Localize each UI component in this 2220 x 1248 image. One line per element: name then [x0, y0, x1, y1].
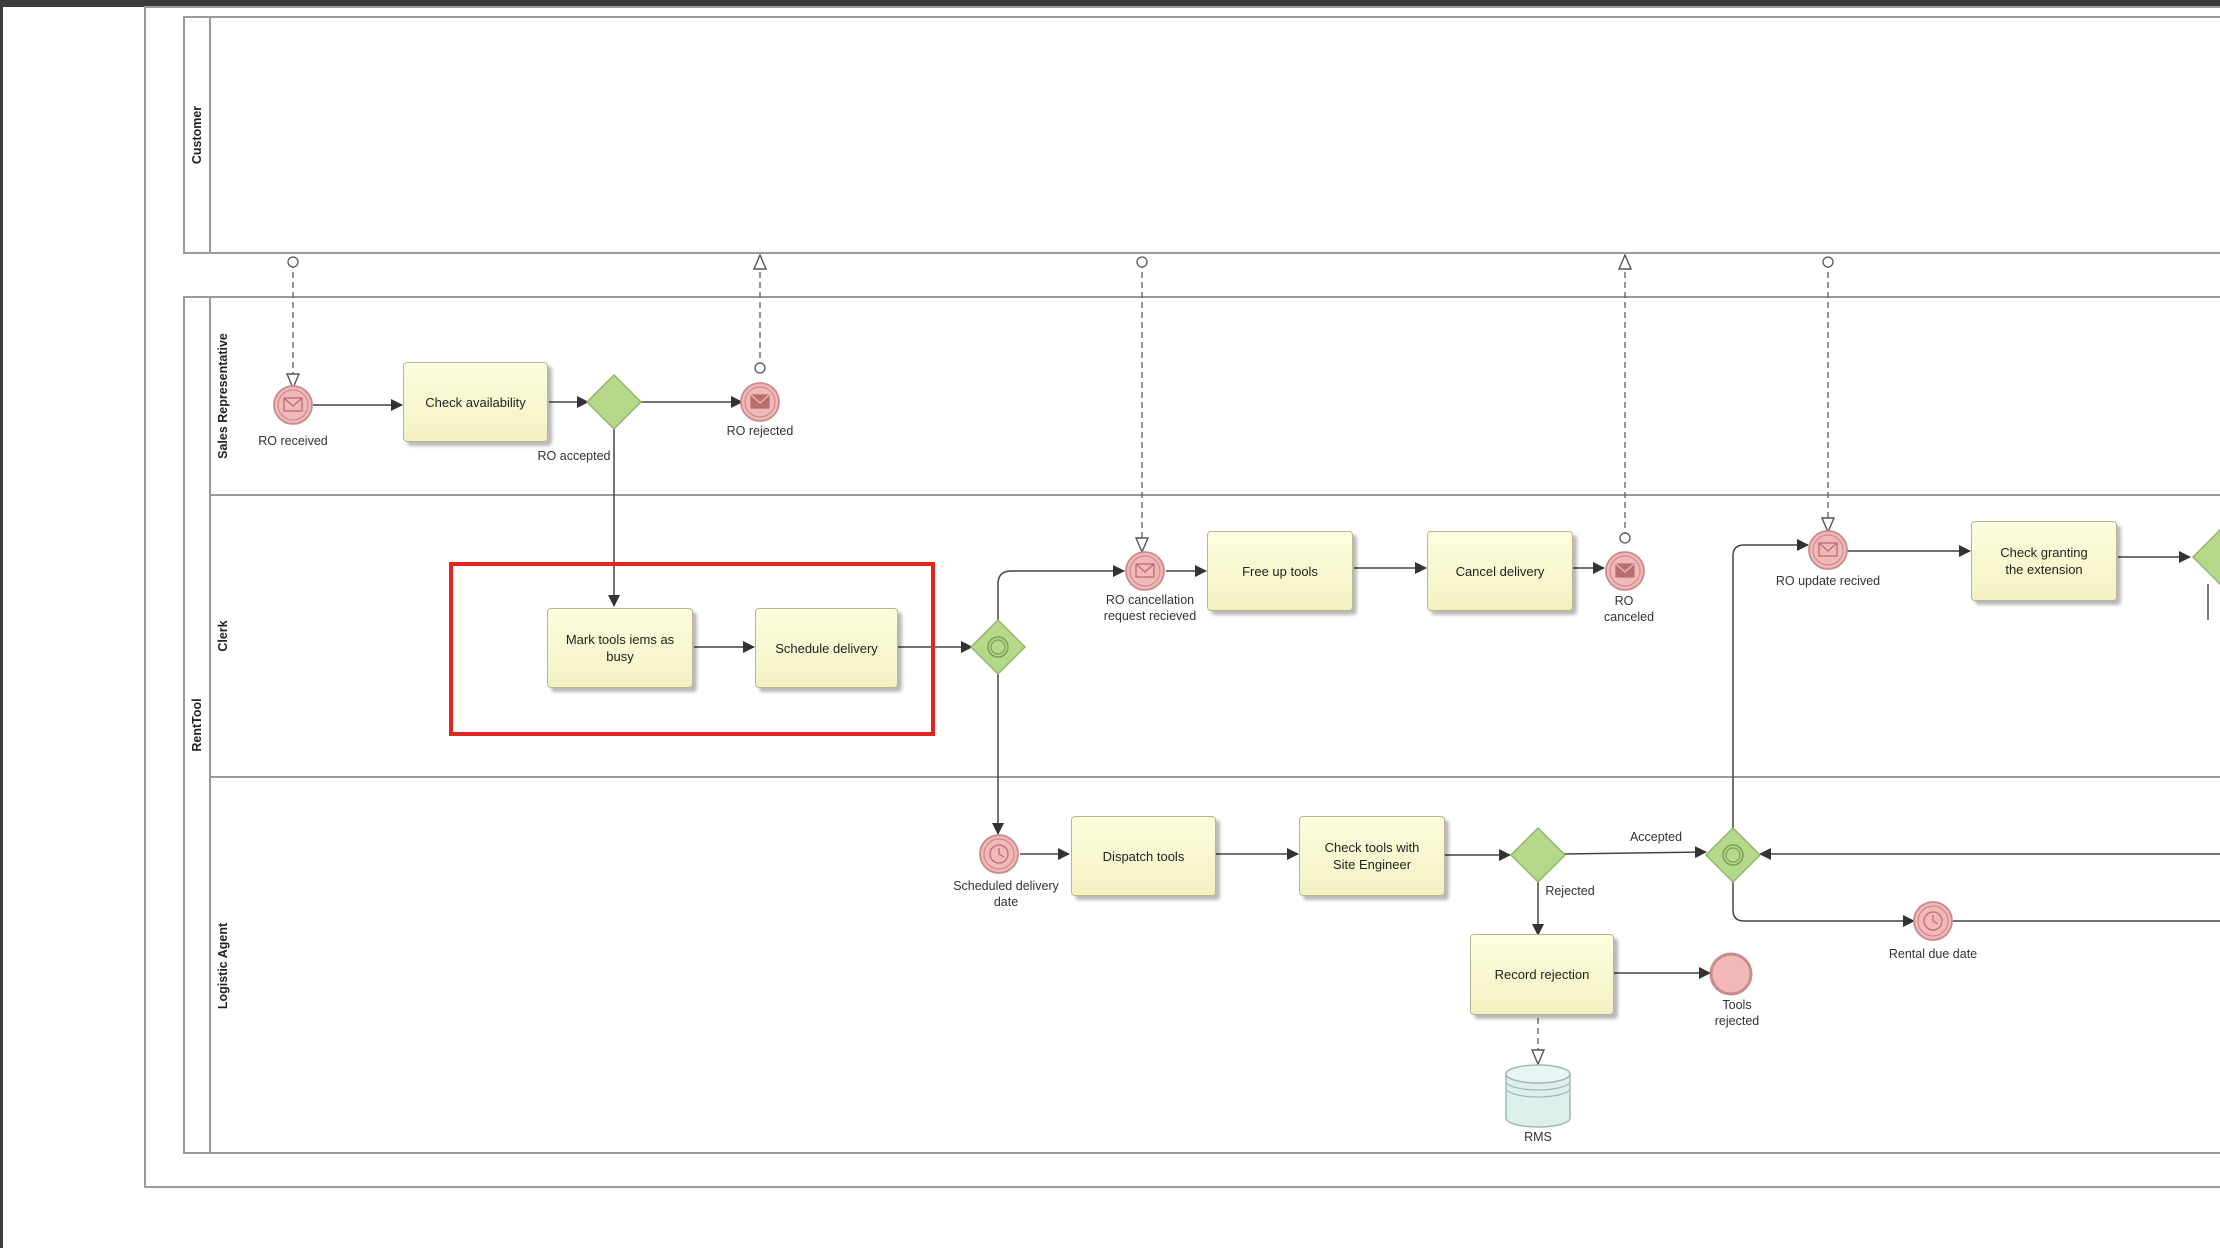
window-left-border	[0, 0, 3, 1248]
label-ro-canceled: RO canceled	[1604, 594, 1655, 624]
ro-received-event	[273, 385, 313, 425]
exclusive-gateway-extension	[2191, 528, 2220, 586]
task-cancel-delivery[interactable]: Cancel delivery	[1427, 531, 1573, 611]
lane-sales-representative: Sales Representative	[216, 333, 230, 459]
ro-canceled-event	[1605, 551, 1645, 591]
label-rental-due: Rental due date	[1888, 947, 1978, 961]
label-ro-received: RO received	[258, 434, 328, 448]
label-ro-cancellation: RO cancellation request recieved	[1103, 593, 1197, 623]
label-ro-rejected: RO rejected	[726, 424, 794, 438]
scheduled-delivery-timer	[979, 834, 1019, 874]
lane-logistic-agent: Logistic Agent	[216, 922, 230, 1010]
rental-due-timer	[1913, 901, 1953, 941]
ro-cancellation-event	[1125, 551, 1165, 591]
label-rejected: Rejected	[1545, 884, 1595, 898]
ro-update-event	[1808, 530, 1848, 570]
ro-rejected-event	[740, 382, 780, 422]
label-rms: RMS	[1524, 1130, 1552, 1144]
events	[273, 382, 1953, 996]
task-check-granting-extension[interactable]: Check granting the extension	[1971, 521, 2117, 601]
task-free-up-tools[interactable]: Free up tools	[1207, 531, 1353, 611]
flow-gateway-cancel-request	[997, 565, 1125, 622]
sequence-flows	[313, 396, 2220, 979]
customer-pool-label: Customer	[190, 105, 204, 165]
event-gateway-delivery	[969, 618, 1027, 676]
exclusive-gateway-check	[1509, 826, 1567, 884]
flow-accepted	[1563, 846, 1707, 859]
label-ro-accepted: RO accepted	[537, 449, 611, 463]
task-dispatch-tools[interactable]: Dispatch tools	[1071, 816, 1216, 896]
label-tools-rejected: Tools rejected	[1714, 998, 1760, 1028]
flow-gateway-duedate	[1732, 878, 1915, 927]
task-check-availability[interactable]: Check availability	[403, 362, 548, 442]
tools-rejected-end-event	[1709, 952, 1753, 996]
task-schedule-delivery[interactable]: Schedule delivery	[755, 608, 898, 688]
page-frame	[144, 6, 2220, 1188]
task-mark-tools-busy[interactable]: Mark tools iems as busy	[547, 608, 693, 688]
message-flows	[293, 255, 1828, 1064]
task-record-rejection[interactable]: Record rejection	[1470, 934, 1614, 1015]
window-top-border	[0, 0, 2220, 7]
label-accepted: Accepted	[1629, 830, 1683, 844]
label-ro-update: RO update recived	[1775, 574, 1881, 588]
customer-pool	[183, 16, 2220, 254]
exclusive-gateway-availability	[585, 373, 643, 431]
gateways	[585, 373, 2220, 884]
rms-data-store	[1505, 1064, 1571, 1128]
lane-clerk: Clerk	[216, 620, 230, 652]
highlight-box	[449, 562, 935, 736]
label-scheduled-delivery: Scheduled delivery date	[953, 879, 1059, 909]
task-check-tools-site-engineer[interactable]: Check tools with Site Engineer	[1299, 816, 1445, 896]
flow-gateway-update	[1732, 539, 1809, 828]
event-gateway-rental	[1704, 826, 1762, 884]
renttool-pool-label: RentTool	[190, 698, 204, 752]
